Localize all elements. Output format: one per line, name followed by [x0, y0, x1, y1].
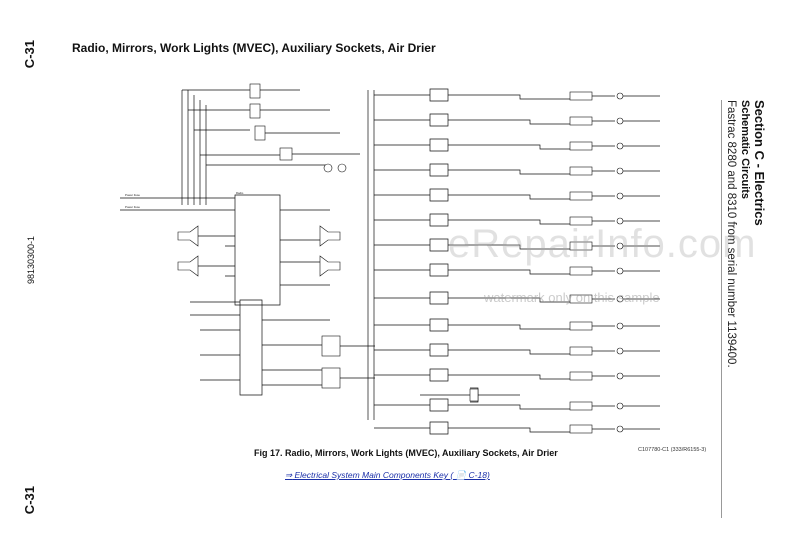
section-heading: Section C - Electrics	[752, 100, 767, 226]
section-subheading: Schematic Circuits	[739, 100, 751, 200]
components-key-link[interactable]: ⇒ Electrical System Main Components Key …	[285, 470, 490, 481]
section-divider	[721, 100, 722, 518]
figure-reference: C107780-C1 (333/R6155-3)	[638, 447, 707, 453]
radio-circuit: Radio Power Fuse Power Fuse	[120, 83, 360, 306]
svg-text:Radio: Radio	[236, 191, 244, 195]
watermark-large: eRepairInfo.com	[448, 222, 757, 266]
section-note: Fastrac 8280 and 8310 from serial number…	[725, 100, 737, 368]
work-light-relays	[190, 299, 375, 396]
svg-text:Power Fuse: Power Fuse	[125, 205, 140, 209]
svg-text:Power Fuse: Power Fuse	[125, 193, 140, 197]
link-arrow-icon: ⇒	[285, 470, 293, 480]
page-title: Radio, Mirrors, Work Lights (MVEC), Auxi…	[72, 41, 436, 55]
link-page-ref: ( 📄 C-18)	[450, 470, 490, 480]
link-text[interactable]: Electrical System Main Components Key	[294, 470, 449, 480]
section-header: Section C - Electrics Schematic Circuits…	[724, 100, 767, 520]
watermark-small: watermark only on this sample	[484, 290, 660, 305]
lamp-relay-array	[367, 88, 660, 435]
figure-caption: Fig 17. Radio, Mirrors, Work Lights (MVE…	[254, 448, 558, 458]
